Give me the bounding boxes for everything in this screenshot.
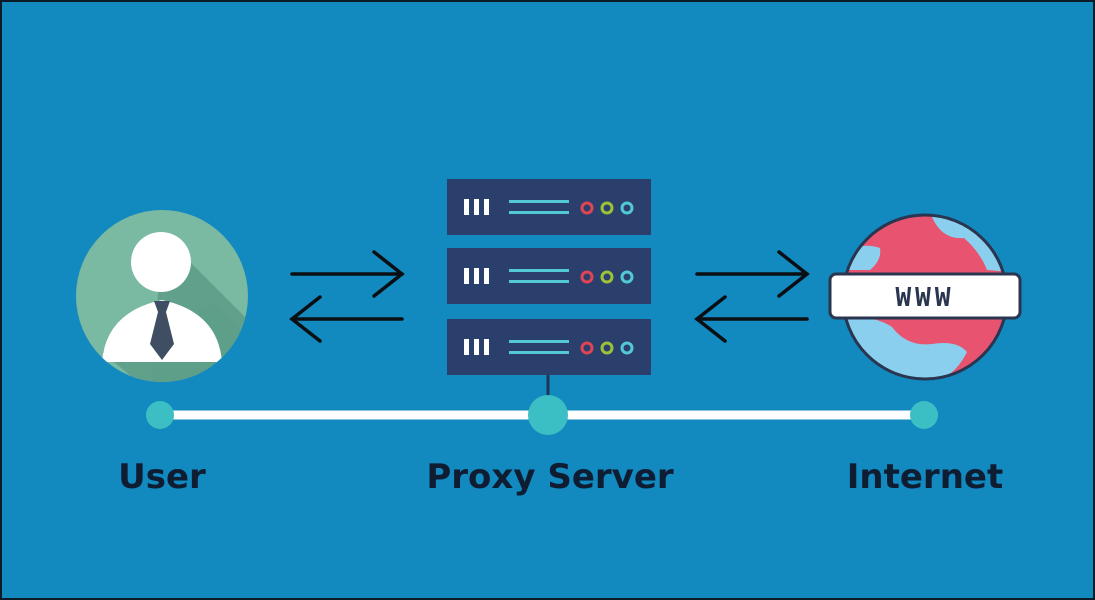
internet-label: Internet <box>846 457 1004 497</box>
user-label: User <box>118 457 206 497</box>
server-unit-top <box>447 179 651 235</box>
server-rack-icon <box>447 179 651 375</box>
globe-www-text: WWW <box>896 283 955 313</box>
internet-node-dot <box>910 401 938 429</box>
user-avatar-icon <box>76 210 248 382</box>
right-arrows-icon <box>694 250 810 343</box>
globe-www-icon: WWW <box>828 213 1022 381</box>
left-arrows-icon <box>289 250 405 343</box>
proxy-server-label: Proxy Server <box>426 457 674 497</box>
server-unit-bottom <box>447 319 651 375</box>
server-unit-middle <box>447 248 651 304</box>
connector-line <box>146 374 938 435</box>
user-node-dot <box>146 401 174 429</box>
proxy-node-dot <box>528 395 568 435</box>
